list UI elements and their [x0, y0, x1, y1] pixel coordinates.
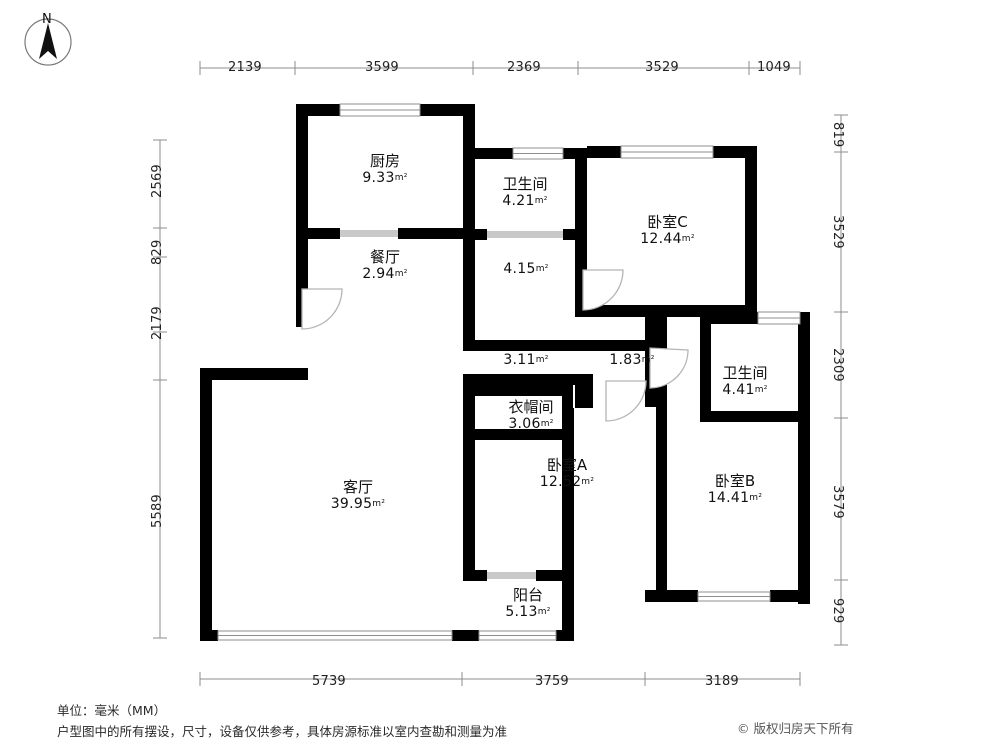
room-bathroom-1-area: 4.21m²	[502, 193, 548, 209]
door-bedroomc	[582, 269, 624, 311]
window-bedroomb-bottom	[697, 591, 771, 602]
room-bedroom-c: 卧室C 12.44m²	[595, 213, 740, 248]
copyright-note: © 版权归房天下所有	[737, 721, 854, 736]
room-closet-name: 衣帽间	[508, 398, 554, 416]
dim-left-1: 829	[150, 239, 165, 265]
room-bedroom-c-area: 12.44m²	[640, 231, 695, 247]
room-bedroom-a: 卧室A 12.52m²	[512, 456, 622, 491]
dim-right-0: 819	[830, 122, 845, 148]
room-living-room: 客厅 39.95m²	[288, 478, 428, 513]
window-bathroom1-top	[512, 147, 564, 160]
room-dining: 餐厅 2.94m²	[330, 248, 440, 283]
dim-bottom-1: 3759	[535, 674, 569, 689]
room-bathroom-2-name: 卫生间	[722, 364, 768, 382]
dim-bottom-0: 5739	[312, 674, 346, 689]
door-bedrooma	[605, 380, 647, 422]
room-balcony: 阳台 5.13m²	[473, 586, 583, 621]
door-openings	[340, 230, 563, 579]
room-bathroom-2: 卫生间 4.41m²	[690, 364, 800, 399]
room-kitchen-name: 厨房	[369, 152, 400, 170]
units-note: 单位：毫米（MM）	[57, 703, 167, 718]
room-bedroom-b: 卧室B 14.41m²	[680, 472, 790, 507]
door-hall3	[649, 347, 689, 389]
room-closet: 衣帽间 3.06m²	[483, 398, 579, 433]
room-living-room-area: 39.95m²	[330, 496, 386, 512]
dim-right-2: 2309	[830, 348, 845, 382]
room-hall-2: 3.11m²	[478, 352, 574, 369]
dim-right-1: 3529	[830, 215, 845, 249]
dim-right-4: 929	[830, 598, 845, 624]
room-bedroom-a-area: 12.52m²	[539, 474, 595, 490]
room-living-room-name: 客厅	[342, 478, 373, 496]
dim-left-2: 2179	[150, 306, 165, 340]
room-hall-3-area: 1.83m²	[609, 352, 655, 368]
room-balcony-name: 阳台	[512, 586, 543, 604]
room-hall-1-area: 4.15m²	[503, 261, 549, 277]
room-kitchen: 厨房 9.33m²	[330, 152, 440, 187]
windows	[217, 103, 801, 641]
room-bathroom-1-name: 卫生间	[502, 175, 548, 193]
window-bedroomc-top	[620, 145, 714, 159]
north-arrow-icon	[24, 18, 72, 66]
window-bathroom2-top	[757, 311, 801, 325]
dim-left-3: 5589	[150, 494, 165, 528]
dim-top-0: 2139	[228, 60, 262, 75]
door-entry	[301, 288, 343, 330]
window-kitchen-top	[339, 103, 421, 117]
north-label: N	[42, 12, 52, 27]
room-bathroom-1: 卫生间 4.21m²	[475, 175, 575, 210]
window-livingroom-bottom	[217, 630, 453, 641]
room-hall-2-area: 3.11m²	[503, 352, 549, 368]
room-hall-3: 1.83m²	[592, 352, 672, 369]
room-bedroom-c-name: 卧室C	[647, 213, 688, 231]
dim-right-3: 3579	[830, 485, 845, 519]
room-dining-area: 2.94m²	[362, 266, 408, 282]
room-closet-area: 3.06m²	[508, 416, 554, 432]
room-balcony-area: 5.13m²	[505, 604, 551, 620]
dim-bottom-2: 3189	[705, 674, 739, 689]
room-bathroom-2-area: 4.41m²	[722, 382, 768, 398]
dim-top-4: 1049	[757, 60, 791, 75]
dim-left-0: 2569	[150, 164, 165, 198]
room-bedroom-b-name: 卧室B	[714, 472, 756, 490]
dim-top-2: 2369	[507, 60, 541, 75]
dimension-lines	[153, 61, 848, 686]
window-balcony-bottom	[478, 630, 557, 641]
dim-top-1: 3599	[365, 60, 399, 75]
room-kitchen-area: 9.33m²	[362, 170, 408, 186]
disclaimer-note: 户型图中的所有摆设，尺寸，设备仅供参考，具体房源标准以室内查勘和测量为准	[57, 724, 508, 739]
door-swings	[301, 269, 689, 422]
room-bedroom-a-name: 卧室A	[546, 456, 588, 474]
room-bedroom-b-area: 14.41m²	[707, 490, 763, 506]
room-hall-1: 4.15m²	[478, 261, 574, 278]
dim-top-3: 3529	[645, 60, 679, 75]
room-dining-name: 餐厅	[369, 248, 400, 266]
